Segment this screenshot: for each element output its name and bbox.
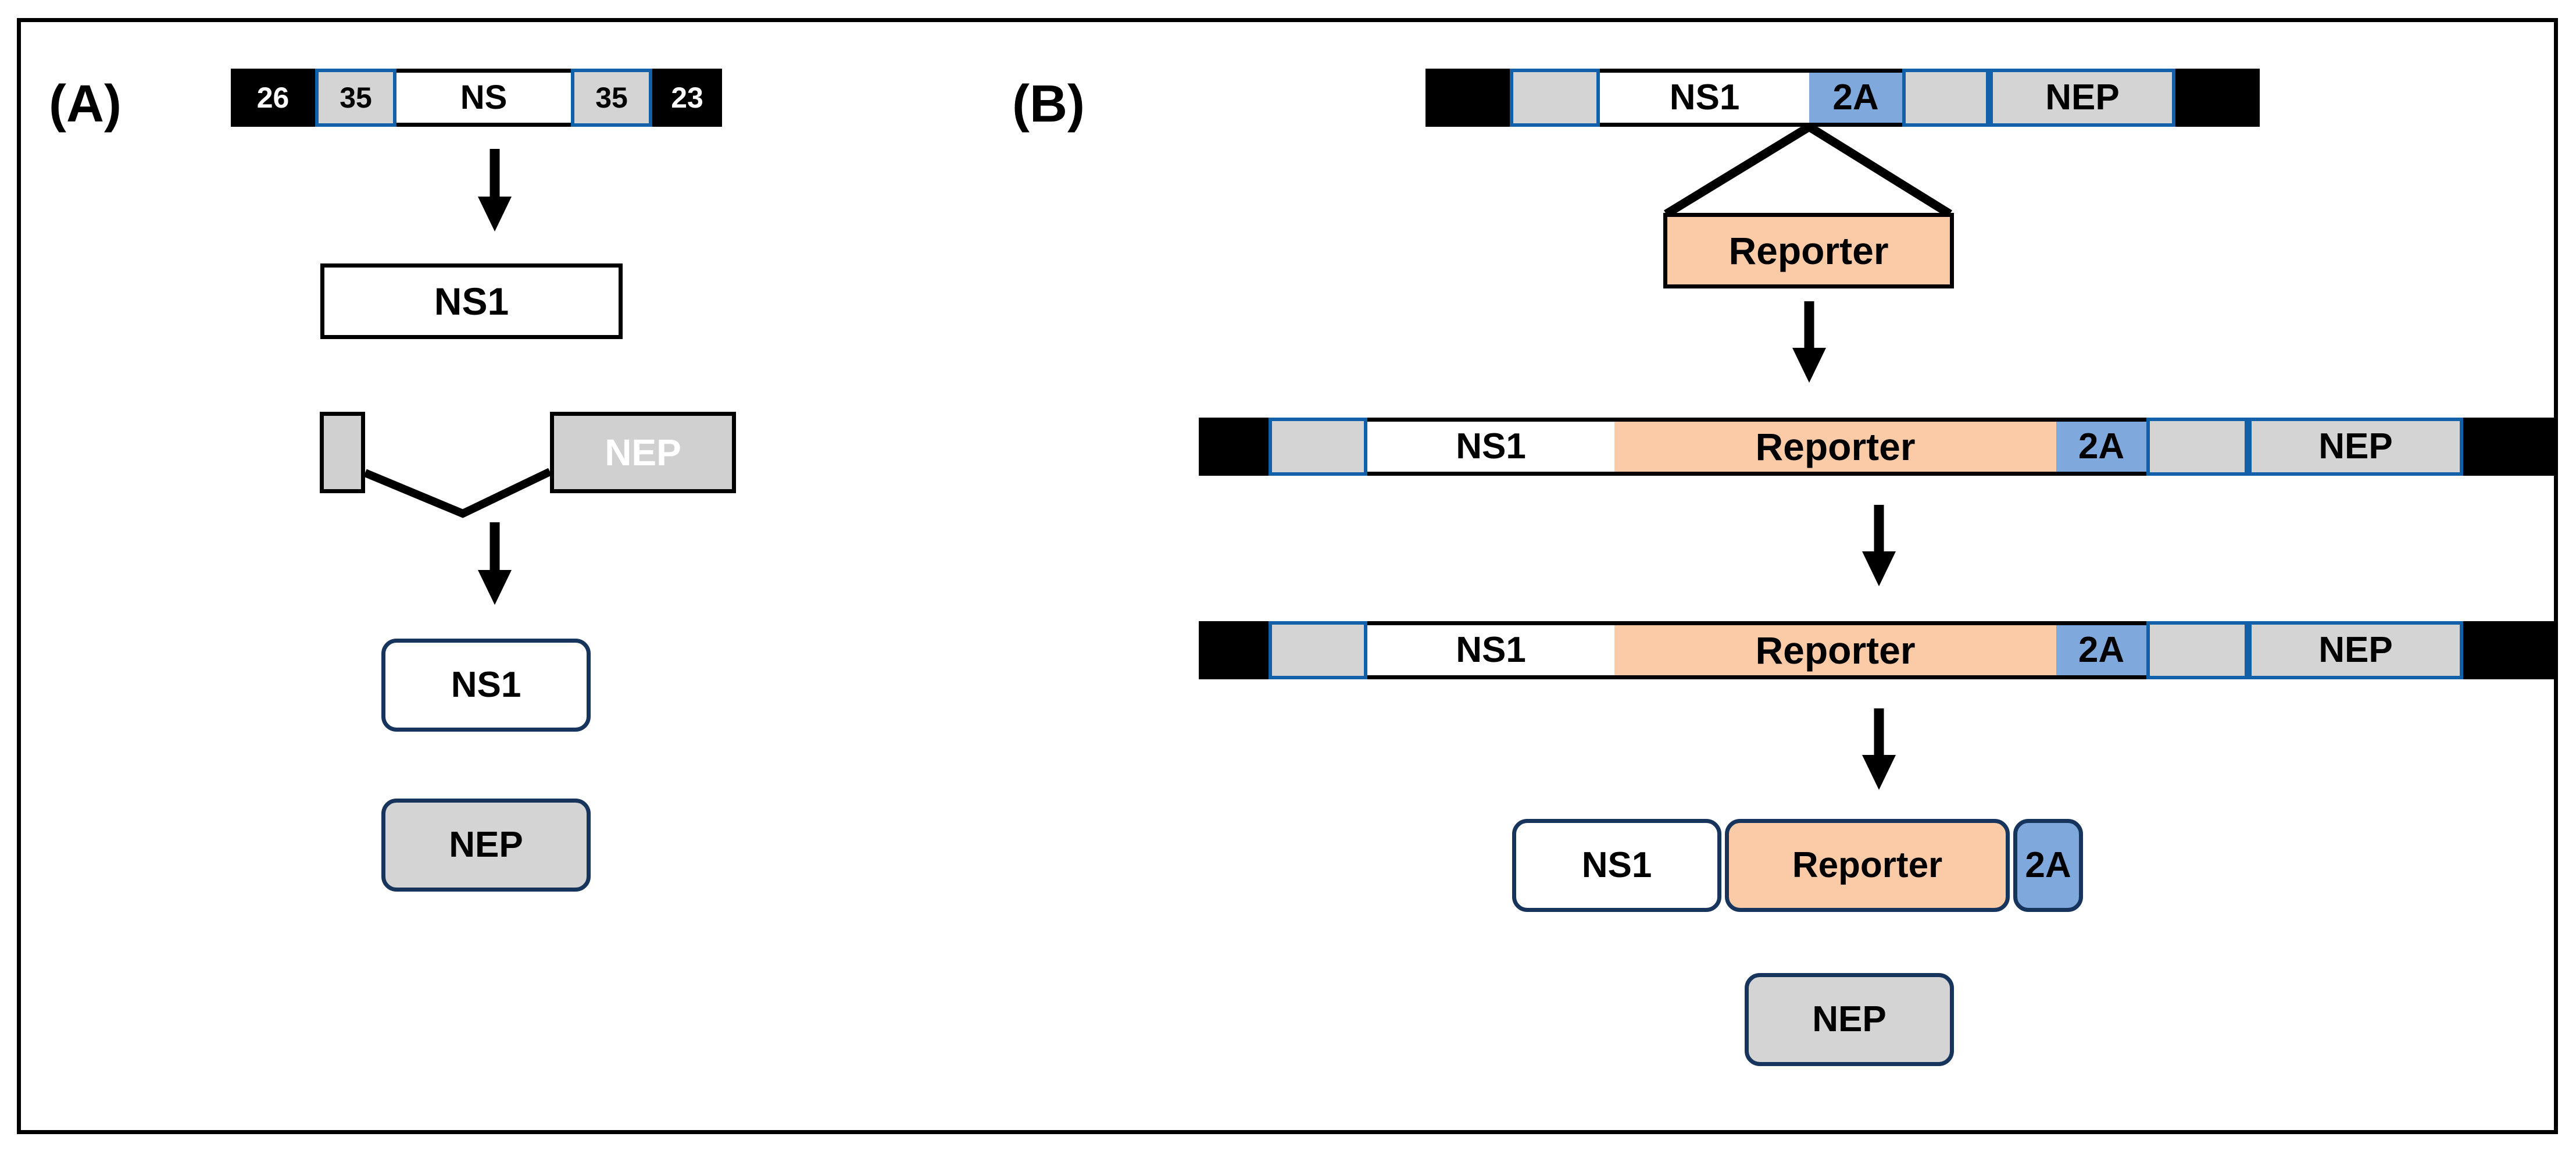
segment-exon-35-left: 35 [315, 69, 396, 127]
segment-exon-35-right: 35 [571, 69, 652, 127]
parent-segment-nep: NEP [1989, 69, 2175, 127]
panel-b-arrow-2-layer [1862, 505, 1896, 586]
panel-b-arrow-3-layer [1862, 708, 1896, 790]
panel-a-label: (A) [49, 75, 122, 133]
recombinant-segment-nep: NEP [2248, 418, 2463, 476]
panel-a-ns1-orf-box: NS1 [320, 263, 623, 339]
panel-a-segment-bar: 26 35 NS 35 23 [231, 69, 803, 127]
panel-b-protein-reporter: Reporter [1725, 819, 2010, 912]
transcript-segment-nep: NEP [2248, 621, 2463, 679]
parent-segment-intron [1902, 69, 1989, 127]
segment-ns-orf: NS [396, 69, 571, 127]
panel-a-splice-line [363, 468, 552, 518]
panel-b-protein-2a: 2A [2013, 819, 2083, 912]
panel-a-arrow-1-layer [478, 149, 512, 231]
panel-b-transcript-bar: NS1 Reporter 2A NEP [1199, 621, 2556, 679]
transcript-segment-intron [2146, 621, 2248, 679]
transcript-segment-reporter: Reporter [1614, 621, 2056, 679]
parent-segment-utr3 [2175, 69, 2260, 127]
recombinant-segment-utr5 [1199, 418, 1269, 476]
parent-segment-ns1: NS1 [1600, 69, 1809, 127]
panel-a-arrow-2-layer [478, 522, 512, 605]
parent-segment-2a: 2A [1809, 69, 1902, 127]
recombinant-segment-utr3 [2463, 418, 2556, 476]
recombinant-segment-ns1: NS1 [1367, 418, 1614, 476]
segment-utr3-23: 23 [652, 69, 722, 127]
panel-b-insertion-lines-layer [1664, 123, 1952, 218]
recombinant-segment-reporter: Reporter [1614, 418, 2056, 476]
panel-a-arrow-1 [478, 149, 512, 231]
panel-b-label: (B) [1012, 75, 1085, 133]
panel-a-protein-nep: NEP [381, 799, 591, 892]
panel-b-reporter-insert-box: Reporter [1663, 213, 1954, 288]
recombinant-segment-exon1 [1269, 418, 1367, 476]
panel-b-recombinant-bar: NS1 Reporter 2A NEP [1199, 418, 2556, 476]
panel-a-arrow-2 [478, 522, 512, 605]
transcript-segment-ns1: NS1 [1367, 621, 1614, 679]
figure-frame: (A) 26 35 NS 35 23 NS1 NEP [17, 18, 2558, 1134]
segment-utr5-26: 26 [231, 69, 315, 127]
transcript-segment-exon1 [1269, 621, 1367, 679]
transcript-segment-utr3 [2463, 621, 2556, 679]
parent-segment-utr5 [1425, 69, 1510, 127]
panel-a-protein-ns1: NS1 [381, 639, 591, 732]
panel-b-insertion-lines [1664, 123, 1952, 218]
panel-b-parent-bar: NS1 2A NEP [1425, 69, 2346, 127]
transcript-segment-2a: 2A [2056, 621, 2146, 679]
panel-b-arrow-1 [1792, 301, 1826, 383]
panel-a-nep-exon2-box: NEP [550, 412, 736, 493]
transcript-segment-utr5 [1199, 621, 1269, 679]
panel-b-protein-nep: NEP [1745, 973, 1954, 1066]
panel-b-arrow-1-layer [1792, 301, 1826, 383]
panel-a-splice-connector-layer [363, 468, 552, 518]
parent-segment-exon1 [1510, 69, 1600, 127]
panel-b-arrow-3 [1862, 708, 1896, 790]
recombinant-segment-intron [2146, 418, 2248, 476]
recombinant-segment-2a: 2A [2056, 418, 2146, 476]
panel-b-arrow-2 [1862, 505, 1896, 586]
panel-a-nep-exon1-box [320, 412, 365, 493]
panel-b-protein-ns1: NS1 [1512, 819, 1721, 912]
